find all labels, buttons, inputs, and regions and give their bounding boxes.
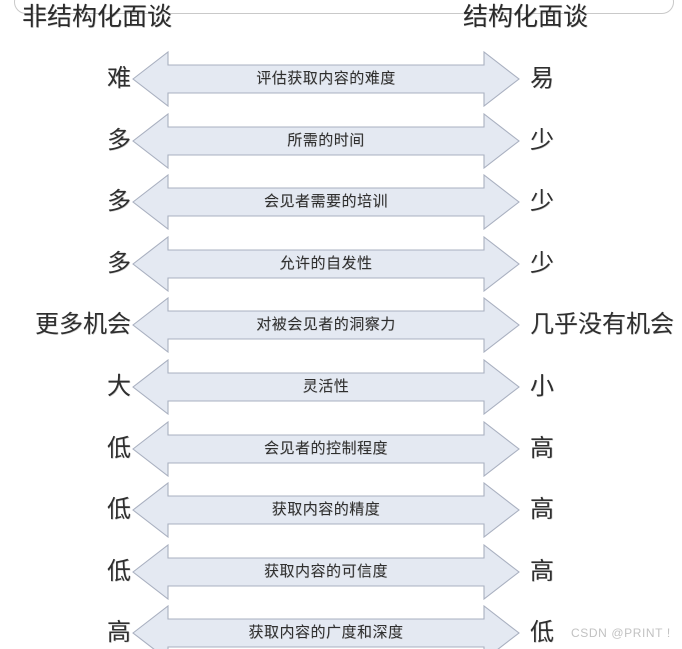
double-arrow-icon — [131, 294, 521, 356]
left-pole-label: 更多机会 — [35, 312, 131, 339]
comparison-row: 更多机会对被会见者的洞察力几乎没有机会 — [0, 294, 682, 356]
double-arrow-icon — [131, 541, 521, 603]
double-arrow-icon — [131, 48, 521, 110]
right-pole-label: 几乎没有机会 — [530, 312, 674, 339]
right-pole-label: 易 — [530, 66, 554, 92]
watermark: CSDN @PRINT ! — [571, 626, 671, 640]
right-pole-label: 高 — [530, 497, 554, 524]
comparison-row: 难评估获取内容的难度易 — [0, 48, 682, 110]
comparison-row: 大灵活性小 — [0, 356, 682, 418]
right-pole-label: 少 — [530, 127, 554, 154]
comparison-row: 多会见者需要的培训少 — [0, 171, 682, 233]
double-arrow-icon — [131, 171, 521, 233]
double-arrow-icon — [131, 110, 521, 172]
double-arrow-icon — [131, 602, 521, 649]
left-pole-label: 高 — [107, 620, 131, 647]
right-pole-label: 少 — [530, 250, 554, 277]
double-arrow-icon — [131, 233, 521, 295]
header-structured-interview: 结构化面谈 — [463, 4, 589, 31]
right-pole-label: 高 — [530, 558, 554, 585]
double-arrow-icon — [131, 479, 521, 541]
comparison-row: 多允许的自发性少 — [0, 233, 682, 295]
comparison-row: 低会见者的控制程度高 — [0, 418, 682, 480]
right-pole-label: 低 — [530, 620, 554, 647]
right-pole-label: 小 — [530, 374, 554, 400]
left-pole-label: 多 — [107, 250, 131, 277]
comparison-row: 低获取内容的可信度高 — [0, 541, 682, 603]
left-pole-label: 大 — [107, 374, 131, 400]
comparison-row: 低获取内容的精度高 — [0, 479, 682, 541]
header-unstructured-interview: 非结构化面谈 — [22, 4, 173, 31]
right-pole-label: 高 — [530, 435, 554, 462]
left-pole-label: 多 — [107, 189, 131, 216]
double-arrow-icon — [131, 418, 521, 480]
comparison-row: 多所需的时间少 — [0, 110, 682, 172]
left-pole-label: 低 — [107, 435, 131, 462]
left-pole-label: 多 — [107, 127, 131, 154]
left-pole-label: 低 — [107, 558, 131, 585]
left-pole-label: 难 — [107, 66, 131, 92]
left-pole-label: 低 — [107, 497, 131, 524]
double-arrow-icon — [131, 356, 521, 418]
right-pole-label: 少 — [530, 189, 554, 216]
